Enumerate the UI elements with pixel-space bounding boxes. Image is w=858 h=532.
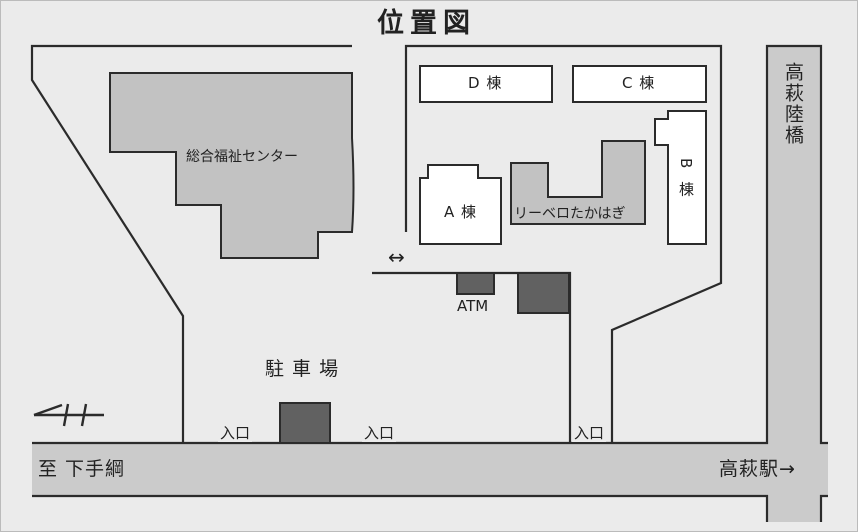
- route-west-label: 至 下手綱: [38, 458, 126, 480]
- c-wing-building: [572, 65, 707, 103]
- a-wing-label: A 棟: [444, 203, 478, 221]
- railway-symbol: [33, 403, 104, 427]
- passage-arrow: ↔: [388, 245, 405, 269]
- a-wing-building: [419, 164, 502, 245]
- b-wing-building: [654, 110, 707, 245]
- d-wing-building: [419, 65, 553, 103]
- parking-label: 駐 車 場: [265, 358, 340, 380]
- welfare-center-building: [109, 72, 355, 259]
- east-site-boundary: [404, 44, 723, 443]
- main-road: [32, 443, 828, 496]
- parking-building: [279, 402, 331, 444]
- road-edges: [32, 44, 828, 522]
- c-wing-label: C 棟: [622, 74, 656, 92]
- facility-building: [517, 272, 570, 314]
- d-wing-label: D 棟: [468, 74, 503, 92]
- map-title: 位置図: [377, 8, 476, 39]
- rivero-takahagi-label: リーベロたかはぎ: [514, 206, 626, 222]
- overpass-label: 高萩陸橋: [782, 62, 804, 146]
- rivero-takahagi-building: [510, 140, 646, 225]
- overpass-road: [767, 46, 821, 522]
- entrance-middle-label: 入口: [362, 424, 397, 442]
- entrance-right-label: 入口: [572, 424, 607, 442]
- welfare-site-boundary: [30, 44, 352, 443]
- atm-label: ATM: [457, 297, 489, 315]
- entrance-left-label: 入口: [218, 424, 253, 442]
- welfare-center-label: 総合福祉センター: [186, 149, 298, 165]
- atm-building: [456, 272, 495, 295]
- b-wing-label: B 棟: [677, 158, 695, 201]
- route-east-label: 高萩駅→: [719, 458, 796, 480]
